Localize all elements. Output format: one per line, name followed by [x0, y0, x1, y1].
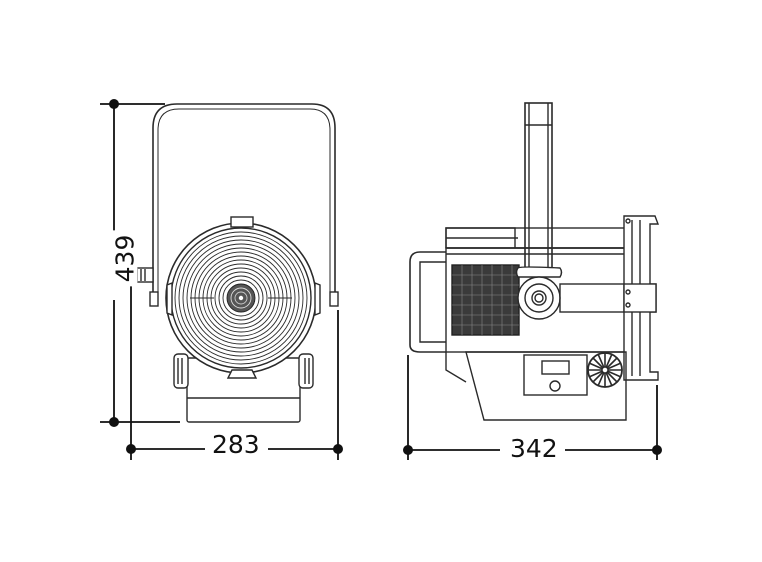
- cooling-fan-icon: [587, 352, 623, 388]
- width-dimension-label: 283: [206, 432, 266, 457]
- display-screen: [541, 360, 570, 375]
- front-view: [132, 103, 339, 423]
- yoke-clamp: [515, 266, 563, 278]
- pivot-right: [314, 281, 339, 317]
- side-view: [409, 102, 660, 421]
- yoke-bracket: [152, 103, 336, 300]
- lower-housing: [465, 351, 627, 421]
- depth-dimension-label: 342: [504, 436, 564, 461]
- control-button: [549, 380, 561, 392]
- rear-handle: [409, 251, 446, 353]
- fresnel-lens: [174, 231, 308, 365]
- tilt-knob-right: [298, 353, 314, 389]
- top-latch: [230, 216, 254, 228]
- tilt-knob-left: [173, 353, 189, 389]
- vent-grille: [451, 264, 520, 336]
- pivot-left: [149, 281, 173, 317]
- bottom-latch: [226, 369, 258, 379]
- control-panel: [523, 354, 588, 396]
- dimension-endpoints: [109, 99, 662, 455]
- yoke-pivot: [517, 276, 561, 320]
- height-dimension-label: 439: [110, 230, 139, 287]
